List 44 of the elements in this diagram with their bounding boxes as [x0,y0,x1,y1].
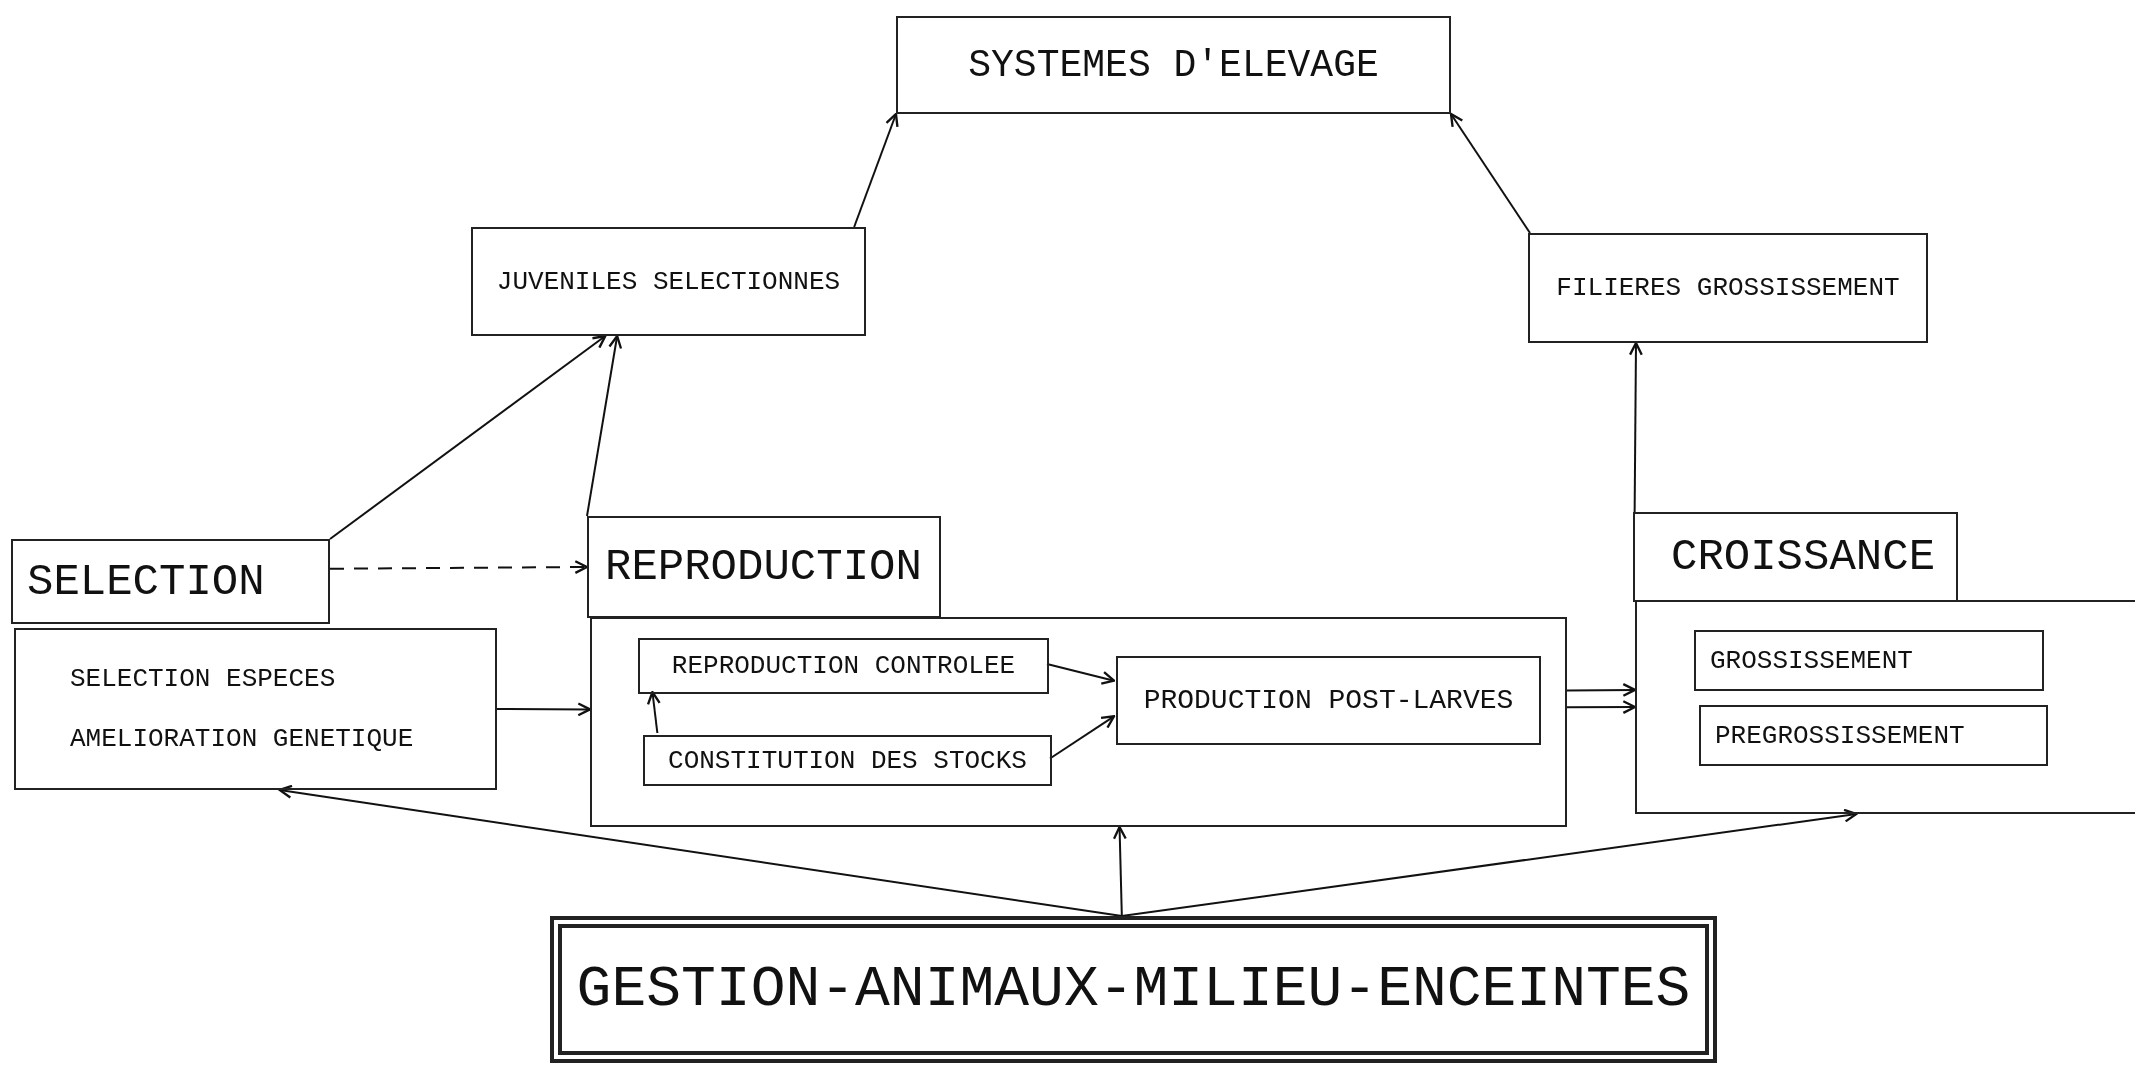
node-label: CONSTITUTION DES STOCKS [668,745,1027,776]
section-header [587,516,941,618]
arrow [1566,683,1637,697]
section-header [11,539,330,624]
arrow [646,690,661,734]
process-box [1528,233,1928,343]
arrow [329,560,589,575]
arrow [586,334,623,517]
arrow [496,702,592,717]
node-label: REPRODUCTION CONTROLEE [671,651,1016,681]
process-box [1699,705,2048,766]
arrow [329,334,607,540]
node-label: SYSTEMES D'ELEVAGE [968,43,1379,87]
arrow [1120,808,1858,917]
process-box [1116,656,1541,745]
arrow [1628,341,1643,513]
section-panel [14,628,497,790]
arrow [853,112,899,228]
node-label: PREGROSSISSEMENT [1715,720,1965,751]
node-label: PRODUCTION POST-LARVES [1143,685,1514,716]
node-label: REPRODUCTION [605,542,922,592]
arrow [1049,715,1116,760]
management-banner [550,916,1717,1063]
node-label: SELECTION [27,556,265,607]
node-label: CROISSANCE [1671,532,1936,582]
node-label: SELECTION ESPECES [70,664,336,694]
process-box [1694,630,2044,691]
node-label: GESTION-ANIMAUX-MILIEU-ENCEINTES [576,957,1691,1022]
system-box [896,16,1451,114]
process-box [471,227,866,336]
arrow [278,784,1123,917]
arrow [1112,825,1127,917]
section-header [1633,512,1958,602]
section-panel [590,617,1567,827]
process-box [638,638,1049,694]
node-label: FILIERES GROSSISSEMENT [1556,273,1900,303]
arrow [1046,663,1116,685]
arrow [1566,700,1637,715]
node-label: GROSSISSEMENT [1710,645,1913,676]
node-label: AMELIORATION GENETIQUE [70,724,414,754]
section-panel [1635,600,2135,814]
process-box [643,735,1052,786]
arrow [1449,112,1531,234]
node-label: JUVENILES SELECTIONNES [496,266,841,297]
